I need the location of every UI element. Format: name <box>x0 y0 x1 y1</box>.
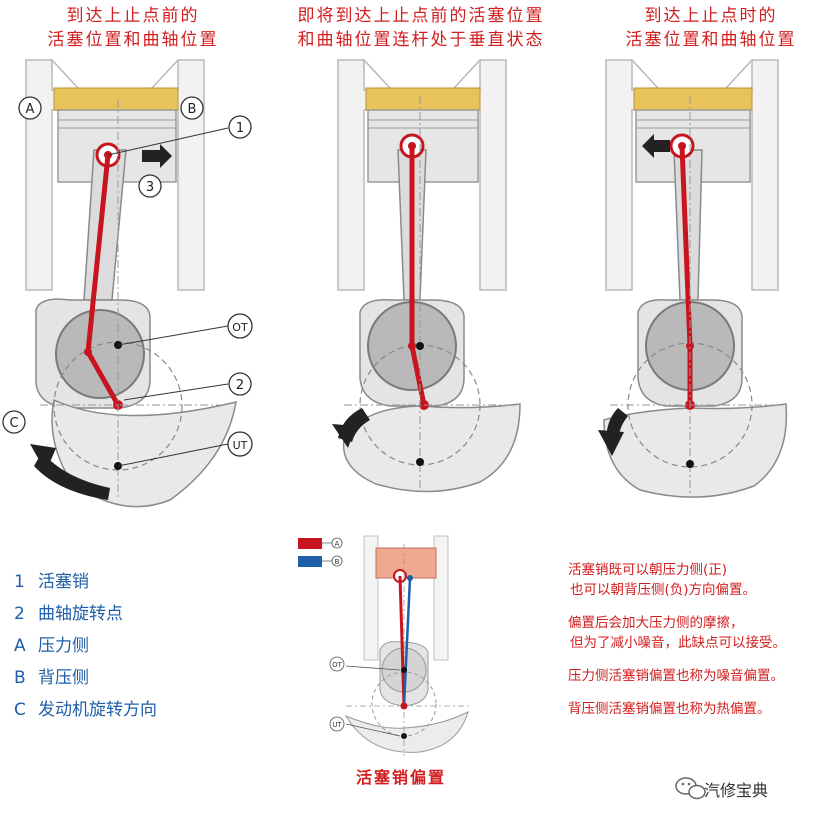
offset-key-b: B <box>331 555 343 567</box>
engine-figure-right <box>598 59 788 498</box>
svg-text:B: B <box>188 102 197 117</box>
caption-right-line1: 到达上止点时的 <box>644 6 778 26</box>
engine-figure-left <box>25 59 237 508</box>
svg-text:A: A <box>335 540 340 548</box>
svg-text:C: C <box>9 416 18 431</box>
wechat-logo-icon <box>675 777 706 800</box>
caption-right-line2: 活塞位置和曲轴位置 <box>625 30 797 50</box>
engine-figure-middle <box>332 59 521 493</box>
caption-right: 到达上止点时的 活塞位置和曲轴位置 <box>600 4 822 52</box>
callout-3: 3 <box>138 174 162 198</box>
callout-a: A <box>18 96 42 120</box>
caption-middle-line1: 即将到达上止点前的活塞位置 <box>297 6 545 26</box>
note-1: 活塞销既可以朝压力侧(正)也可以朝背压侧(负)方向偏置。 <box>568 562 757 598</box>
callout-2: 2 <box>228 372 252 396</box>
note-3: 压力侧活塞销偏置也称为噪音偏置。 <box>568 668 784 684</box>
offset-caption: 活塞销偏置 <box>355 768 446 787</box>
offset-callout-ut: UT <box>329 716 345 732</box>
svg-text:A: A <box>26 102 35 117</box>
offset-figure <box>298 535 470 756</box>
offset-callout-ot: OT <box>329 656 345 672</box>
caption-left: 到达上止点前的 活塞位置和曲轴位置 <box>8 4 258 52</box>
svg-text:OT: OT <box>232 321 248 334</box>
notes-panel: 活塞销既可以朝压力侧(正)也可以朝背压侧(负)方向偏置。 偏置后会加大压力侧的摩… <box>568 560 786 732</box>
caption-left-line2: 活塞位置和曲轴位置 <box>47 30 219 50</box>
note-4: 背压侧活塞销偏置也称为热偏置。 <box>568 701 771 717</box>
svg-text:OT: OT <box>332 661 343 669</box>
svg-text:3: 3 <box>146 180 154 195</box>
watermark: 汽修宝典 <box>704 781 769 800</box>
svg-text:B: B <box>335 558 340 566</box>
offset-key-a: A <box>331 537 343 549</box>
caption-middle-line2: 和曲轴位置连杆处于垂直状态 <box>297 30 545 50</box>
caption-left-line1: 到达上止点前的 <box>66 6 200 26</box>
caption-middle: 即将到达上止点前的活塞位置 和曲轴位置连杆处于垂直状态 <box>268 4 574 52</box>
svg-text:2: 2 <box>236 378 244 393</box>
callout-ut: UT <box>227 431 253 457</box>
note-2: 偏置后会加大压力侧的摩擦，但为了减小噪音，此缺点可以接受。 <box>568 615 786 651</box>
svg-text:UT: UT <box>332 721 342 729</box>
svg-text:UT: UT <box>233 439 248 452</box>
callout-ot: OT <box>227 313 253 339</box>
callout-c: C <box>2 410 26 434</box>
callout-1: 1 <box>228 115 252 139</box>
svg-text:1: 1 <box>236 121 244 136</box>
callout-b: B <box>180 96 204 120</box>
